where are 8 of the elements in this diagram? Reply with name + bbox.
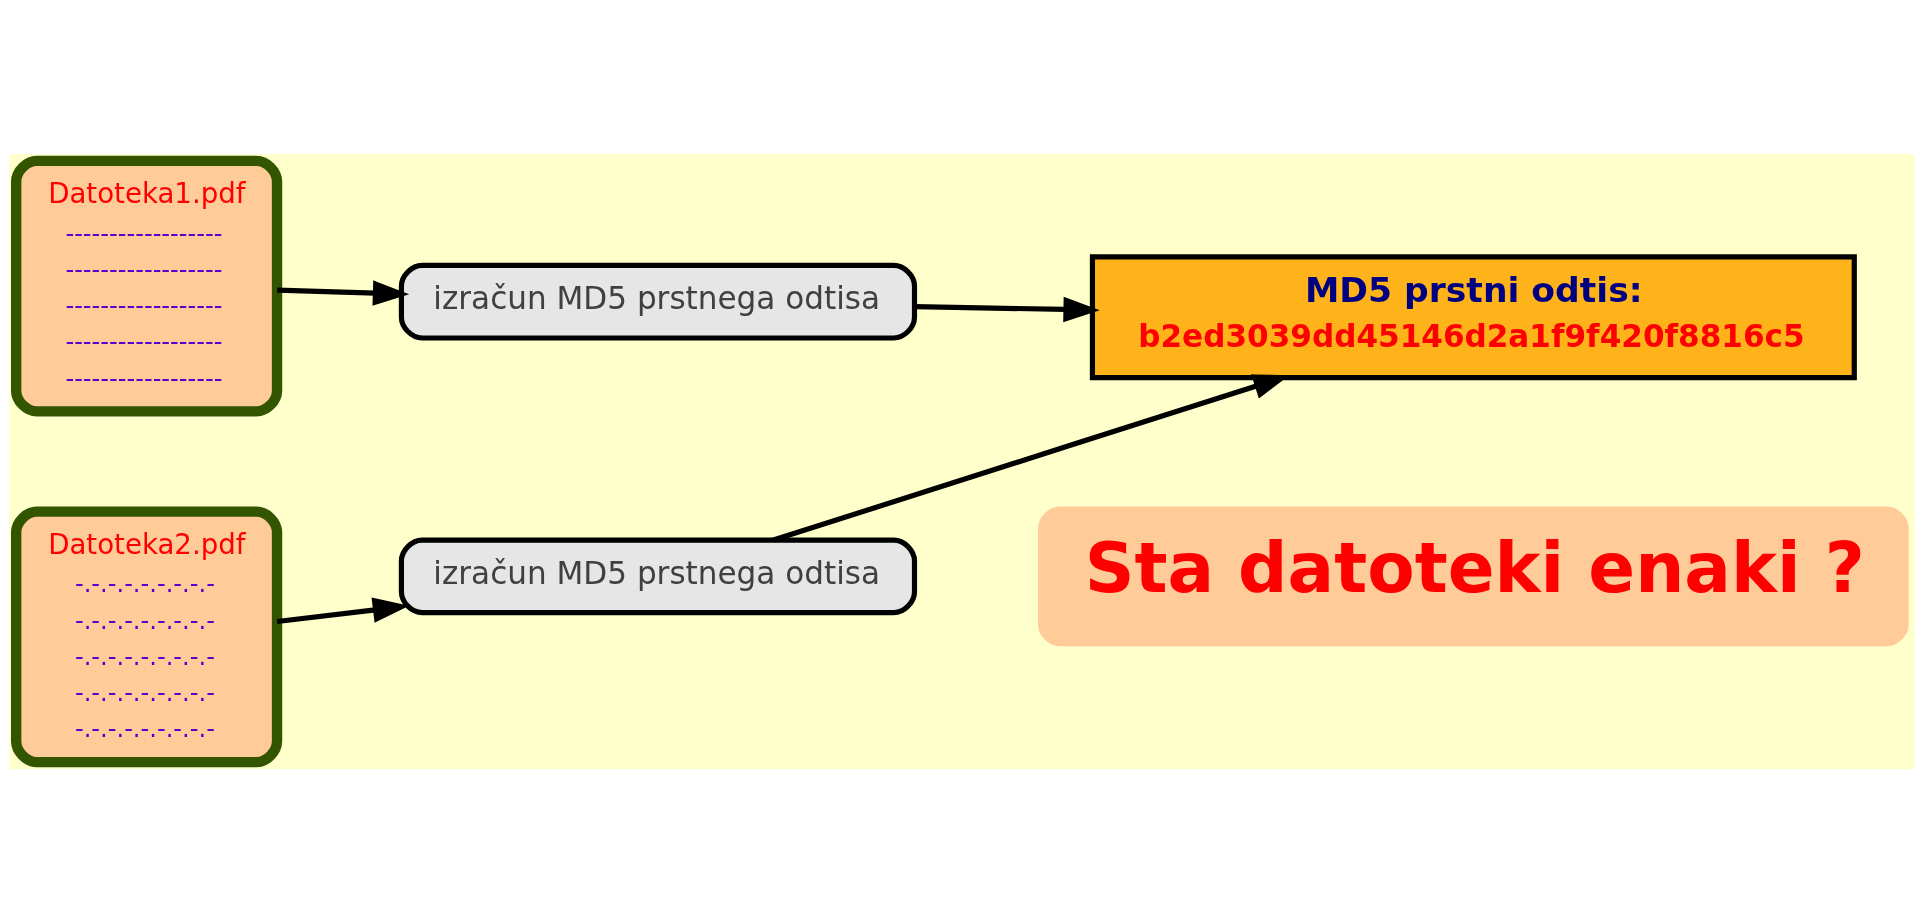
- node-box: Datoteka2.pdf -.-.-.-.-.-.-.-.- -.-.-.-.-.-.-.-.- -.-.-.-.-.-.-.-.- -.-.-.-.-.-.-.-.- -.-.-.-.-.-.-.-.-: [11, 506, 283, 768]
- node-box: MD5 prstni odtis: b2ed3039dd45146d2a1f9f420f8816c5: [1089, 254, 1857, 381]
- node-box: Datoteka1.pdf ------------------ ------------------ ------------------ ------------------ ------------------: [11, 155, 283, 417]
- node-box: Sta datoteki enaki ?: [1038, 506, 1909, 647]
- node-box: izračun MD5 prstnega odtisa: [398, 262, 918, 341]
- node-box: izračun MD5 prstnega odtisa: [398, 537, 918, 616]
- arrow: [277, 280, 410, 306]
- arrow: [914, 296, 1100, 323]
